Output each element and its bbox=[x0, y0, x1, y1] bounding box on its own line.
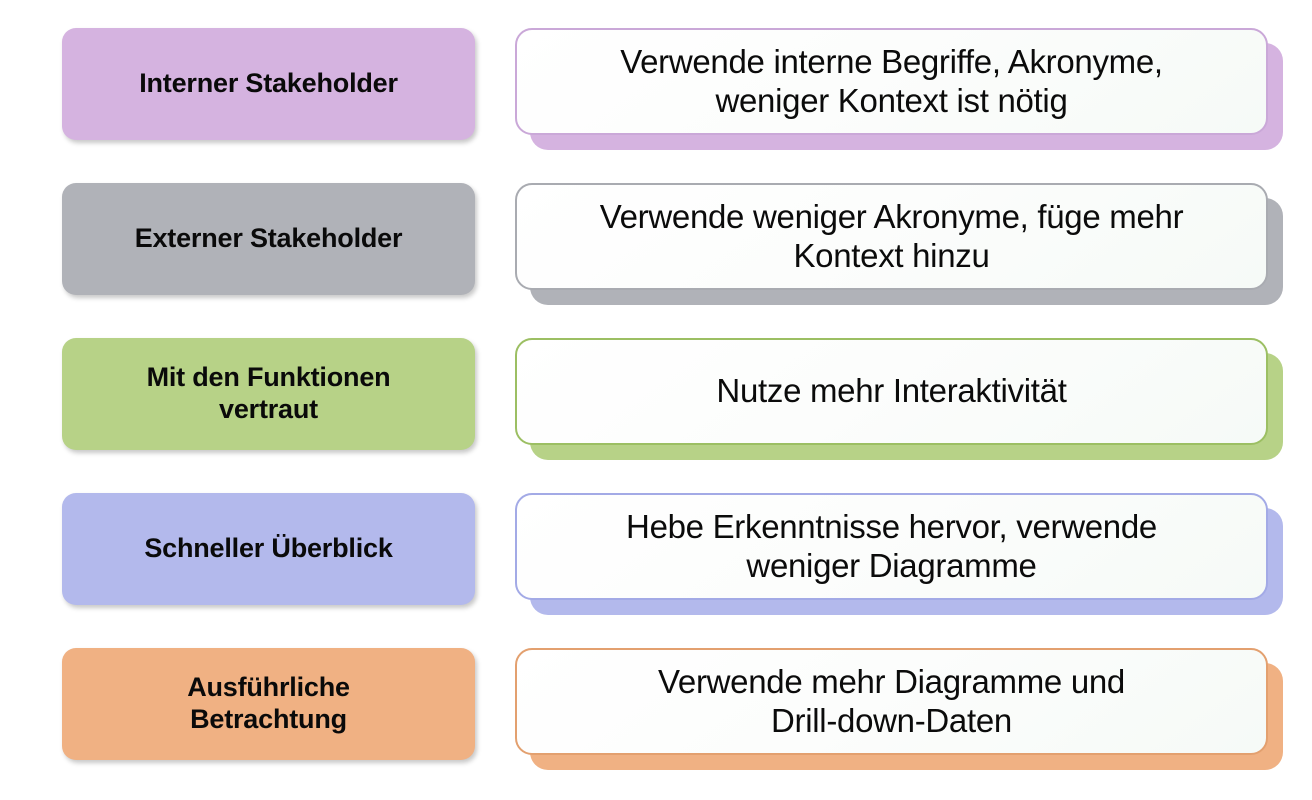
recommendation-row: Externer Stakeholder Verwende weniger Akr… bbox=[0, 183, 1312, 305]
category-card-externer-stakeholder[interactable]: Externer Stakeholder bbox=[62, 183, 475, 295]
category-card-mit-den-funktionen-vertraut[interactable]: Mit den Funktionen vertraut bbox=[62, 338, 475, 450]
recommendation-card-externer-stakeholder[interactable]: Verwende weniger Akronyme, füge mehr Kon… bbox=[515, 183, 1268, 290]
recommendation-card-schneller-ueberblick[interactable]: Hebe Erkenntnisse hervor, verwende wenig… bbox=[515, 493, 1268, 600]
recommendation-card-label: Verwende weniger Akronyme, füge mehr Kon… bbox=[599, 198, 1184, 274]
recommendation-row: Mit den Funktionen vertraut Nutze mehr In… bbox=[0, 338, 1312, 460]
category-card-label: Mit den Funktionen vertraut bbox=[146, 362, 391, 424]
recommendation-card-label: Nutze mehr Interaktivität bbox=[716, 372, 1067, 410]
category-card-label: Interner Stakeholder bbox=[139, 68, 398, 99]
category-card-ausfuehrliche-betrachtung[interactable]: Ausführliche Betrachtung bbox=[62, 648, 475, 760]
recommendation-card-wrapper-externer-stakeholder: Verwende weniger Akronyme, füge mehr Kon… bbox=[515, 183, 1283, 305]
recommendation-row: Schneller Überblick Hebe Erkenntnisse her… bbox=[0, 493, 1312, 615]
recommendation-card-ausfuehrliche-betrachtung[interactable]: Verwende mehr Diagramme und Drill-down-D… bbox=[515, 648, 1268, 755]
category-card-label: Schneller Überblick bbox=[144, 533, 393, 564]
recommendation-card-interner-stakeholder[interactable]: Verwende interne Begriffe, Akronyme, wen… bbox=[515, 28, 1268, 135]
recommendation-card-wrapper-ausfuehrliche-betrachtung: Verwende mehr Diagramme und Drill-down-D… bbox=[515, 648, 1283, 770]
recommendation-card-wrapper-schneller-ueberblick: Hebe Erkenntnisse hervor, verwende wenig… bbox=[515, 493, 1283, 615]
recommendation-card-mit-den-funktionen-vertraut[interactable]: Nutze mehr Interaktivität bbox=[515, 338, 1268, 445]
category-card-interner-stakeholder[interactable]: Interner Stakeholder bbox=[62, 28, 475, 140]
category-card-label: Externer Stakeholder bbox=[134, 223, 403, 254]
category-card-schneller-ueberblick[interactable]: Schneller Überblick bbox=[62, 493, 475, 605]
recommendation-card-wrapper-interner-stakeholder: Verwende interne Begriffe, Akronyme, wen… bbox=[515, 28, 1283, 150]
recommendation-card-wrapper-mit-den-funktionen-vertraut: Nutze mehr Interaktivität bbox=[515, 338, 1283, 460]
recommendation-card-label: Verwende mehr Diagramme und Drill-down-D… bbox=[658, 663, 1125, 739]
recommendation-card-label: Hebe Erkenntnisse hervor, verwende wenig… bbox=[626, 508, 1157, 584]
recommendation-row: Ausführliche Betrachtung Verwende mehr Di… bbox=[0, 648, 1312, 770]
recommendation-row: Interner Stakeholder Verwende interne Beg… bbox=[0, 28, 1312, 150]
category-card-label: Ausführliche Betrachtung bbox=[187, 672, 350, 734]
recommendation-card-label: Verwende interne Begriffe, Akronyme, wen… bbox=[620, 43, 1163, 119]
